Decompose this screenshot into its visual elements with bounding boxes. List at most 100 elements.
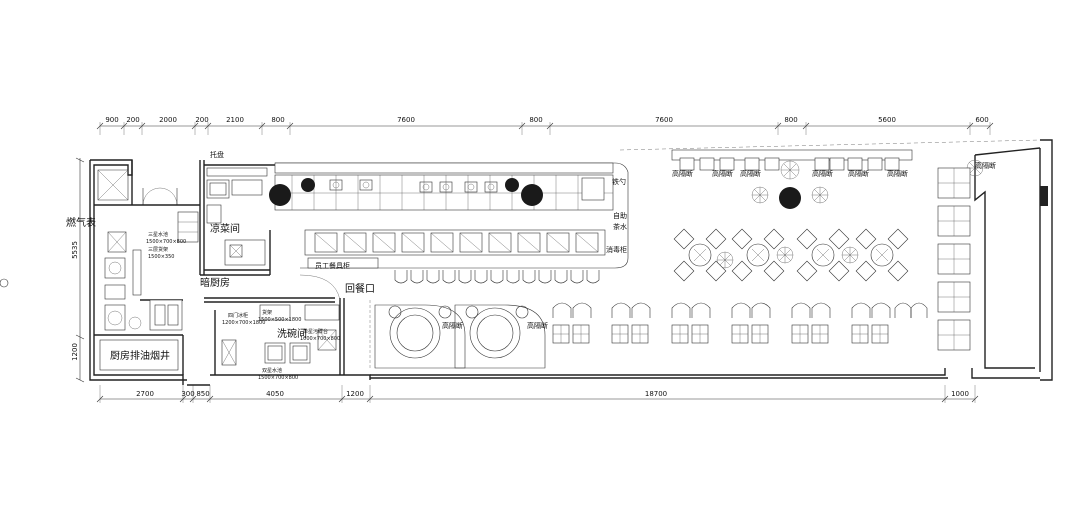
top-counter-seats [671,149,913,171]
chair [763,260,785,282]
bar-stool [554,270,568,284]
booth-seat [791,302,811,318]
dim-top-7: 7600 [397,116,415,124]
shelf-size: 1500×500×1800 [258,317,301,323]
burner-ring [487,183,495,191]
booth [731,302,771,344]
plant-leaf [759,194,766,201]
counter-seat [814,157,830,171]
prep-cell [517,232,541,253]
plant-leaf [814,194,821,201]
plant-leaf [754,194,761,201]
partition-label-top-4: 高隔断 [812,169,833,178]
right-booths [937,167,971,351]
plant-leaf [844,249,851,256]
booth-seat [552,302,572,318]
burner [329,179,343,191]
booth-seat [894,302,912,318]
chair [855,228,877,250]
partition-label-top-3: 高隔断 [740,169,761,178]
partition-label-top-6: 高隔断 [887,169,908,178]
booth-seat [572,302,592,318]
plant-leaf [969,162,976,169]
interior-walls [94,160,345,375]
plant-leaf [819,189,826,196]
burner [359,179,373,191]
bar-stool [522,270,536,284]
plant-leaf [849,249,856,256]
burner-ring [422,183,430,191]
self-service-tea-label-1: 自助 [613,211,627,220]
plant-leaf [784,254,791,261]
booth-seat [910,302,928,318]
plant-outline [811,186,829,204]
entry-door [142,187,178,206]
counter-seat [764,157,780,171]
table-mark [693,248,707,262]
chair [887,260,909,282]
triple-sink-label: 三星水池 [148,231,168,238]
burner [484,181,498,193]
top-counter [671,149,913,161]
prep-cell [401,232,425,253]
table-mark [751,248,765,262]
plant-leaf [849,254,856,261]
plant-leaf [779,254,786,261]
outer-walls [89,139,1053,386]
dim-top-2: 200 [126,116,139,124]
plant-leaf [759,189,766,196]
bar-stool [474,270,488,284]
dim-left-2: 1200 [71,343,79,361]
prep-cell-diag [546,232,570,253]
chair [796,228,818,250]
double-sink-size: 1500×700×800 [258,375,298,381]
dim-top-6: 800 [271,116,284,124]
chair [828,260,850,282]
plant-outline [716,251,734,269]
burner [419,181,433,193]
dish-return-label: 回餐口 [345,282,375,295]
ladle-label: 铁勺 [612,177,626,186]
bar-stool [506,270,520,284]
dim-top-9: 7600 [655,116,673,124]
booth-seat [691,302,711,318]
dim-left-1: 5535 [71,241,79,259]
plant-leaf [819,194,826,201]
round-table [731,228,785,282]
dish-return: 回餐口 [299,274,375,301]
burner-ring [467,183,475,191]
bar-stool [410,270,424,284]
booth-seat [731,302,751,318]
booth [791,302,831,344]
dim-top-10: 800 [784,116,797,124]
table-top [811,243,835,267]
dim-top-1: 900 [105,116,118,124]
booth-seat [851,302,871,318]
bar-stool [458,270,472,284]
counter-seat [719,157,735,171]
partition-label-booth-2: 高隔断 [527,321,548,330]
dim-bottom-6: 18700 [645,390,667,398]
gas-meter-room: 燃气表 [66,169,129,229]
counter-seat [884,157,900,171]
booth-seat [811,302,831,318]
prep-cell [546,232,570,253]
booth-seat [631,302,651,318]
dishwashing-label: 洗碗间 [277,327,307,340]
dim-bottom-2: 300 [181,390,194,398]
main-kitchen: 员工餐具柜 铁勺 自助 茶水 消毒柜 [269,162,629,270]
triple-shelf-size: 1500×350 [148,254,174,260]
burner-ring [332,181,340,189]
plant-leaf [974,167,981,174]
table-mark [875,248,889,262]
prep-cell [575,232,599,253]
cold-dish-room: 凉菜间 托盘 [206,150,268,266]
plant-leaf [789,169,797,177]
chair [796,260,818,282]
partition-label-top-7: 高隔断 [975,161,996,170]
plant-icon [776,246,794,264]
booth [671,302,711,344]
bottom-booths [552,302,928,344]
exhaust-shaft-label: 厨房排油烟井 [110,349,170,362]
plant-icon [841,246,859,264]
